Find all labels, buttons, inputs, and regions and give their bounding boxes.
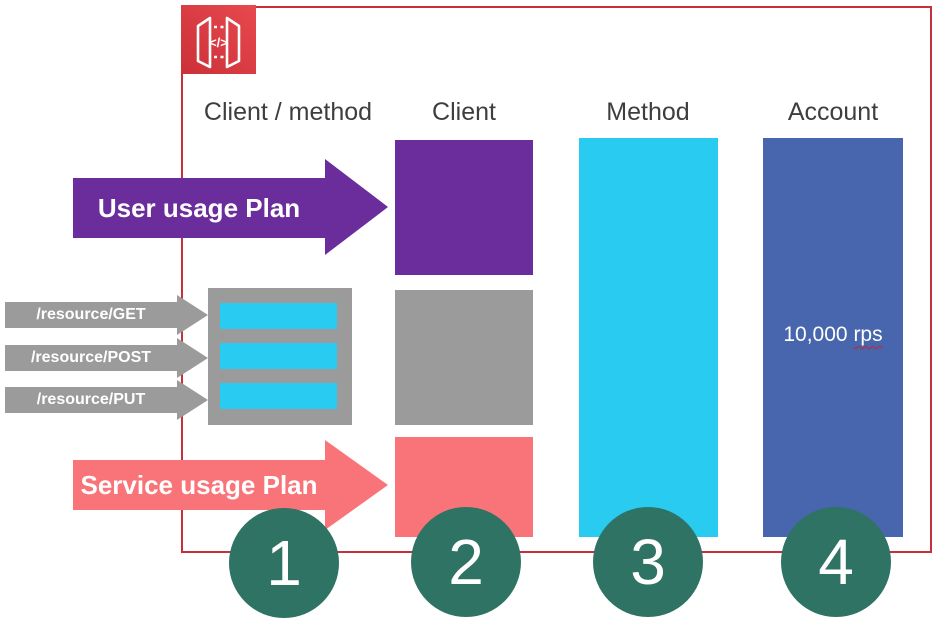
account-limit-label: 10,000 rps xyxy=(783,323,882,347)
step-circle-2: 2 xyxy=(411,507,521,617)
account-limit-unit: rps xyxy=(853,323,883,346)
resource-post-arrowhead xyxy=(177,338,208,378)
account-limit-value: 10,000 xyxy=(783,323,848,346)
column-header-method: Method xyxy=(606,98,690,126)
method-slot-1 xyxy=(220,303,337,329)
column-header-client: Client xyxy=(432,98,496,126)
code-glyph: </> xyxy=(209,35,228,50)
account-throttle-block: 10,000 rps xyxy=(763,138,903,537)
step-circle-4: 4 xyxy=(781,507,891,617)
method-slot-2 xyxy=(220,343,337,369)
user-usage-plan-label: User usage Plan xyxy=(73,178,325,238)
method-throttle-block xyxy=(579,138,718,537)
diagram-border-box xyxy=(181,6,932,553)
resource-post-label: /resource/POST xyxy=(5,345,177,371)
resource-put-label: /resource/PUT xyxy=(5,387,177,413)
method-slot-3 xyxy=(220,383,337,409)
step-circle-1: 1 xyxy=(229,508,339,618)
column-header-account: Account xyxy=(787,98,879,126)
client-throttle-gray-block xyxy=(395,290,533,425)
api-gateway-icon: </> xyxy=(181,5,256,74)
resource-get-arrowhead xyxy=(177,295,208,335)
resource-put-arrowhead xyxy=(177,380,208,420)
column-header-client-method: Client / method xyxy=(203,98,373,126)
client-methods-box xyxy=(208,288,352,425)
service-usage-plan-label: Service usage Plan xyxy=(73,460,325,510)
service-usage-plan-arrowhead xyxy=(325,440,388,530)
client-throttle-purple-block xyxy=(395,140,533,275)
gateway-right-door xyxy=(225,16,241,69)
resource-get-label: /resource/GET xyxy=(5,302,177,328)
gateway-left-door xyxy=(196,16,212,69)
user-usage-plan-arrowhead xyxy=(325,159,388,255)
step-circle-3: 3 xyxy=(593,507,703,617)
